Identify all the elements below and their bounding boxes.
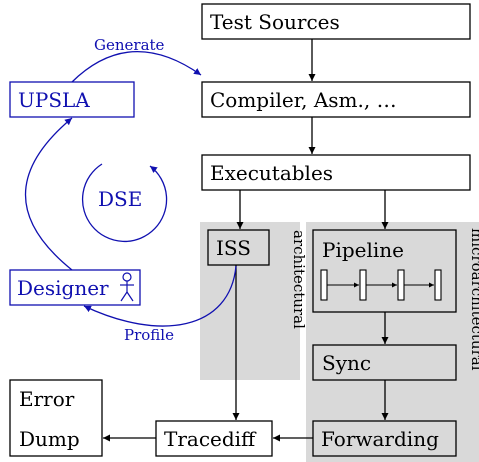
dse-cycle-arrow [81,163,168,243]
upsla-box [9,81,135,118]
compiler-label: Compiler, Asm., … [210,88,397,112]
microarchitectural-label: microarchitectural [468,228,479,371]
upsla-label: UPSLA [18,88,90,112]
designer-label: Designer [17,276,109,300]
test-sources-label: Test Sources [210,10,340,34]
profile-label: Profile [124,326,174,344]
compiler-box [201,81,471,118]
error-dump-box [9,379,103,457]
executables-box [201,154,471,191]
test-sources-box [201,3,471,40]
designer-box [9,269,141,306]
pipeline-stages-icon [320,269,442,301]
tracediff-box [155,420,273,457]
architectural-label: architectural [290,230,308,329]
pipeline-box [312,229,457,313]
arrow-designer-to-upsla [25,117,73,271]
executables-label: Executables [210,161,333,185]
generate-label: Generate [94,36,165,54]
error-label: Error [19,387,75,411]
dump-label: Dump [19,427,80,451]
dse-label: DSE [98,187,142,211]
person-icon [120,272,134,302]
sync-label: Sync [322,351,371,375]
pipeline-label: Pipeline [322,238,404,262]
sync-box [312,344,457,381]
iss-box [207,229,270,266]
iss-label: ISS [216,236,251,260]
tracediff-label: Tracediff [164,427,257,451]
arrow-generate [71,50,202,83]
forwarding-label: Forwarding [321,427,439,451]
arrow-profile [83,265,237,327]
